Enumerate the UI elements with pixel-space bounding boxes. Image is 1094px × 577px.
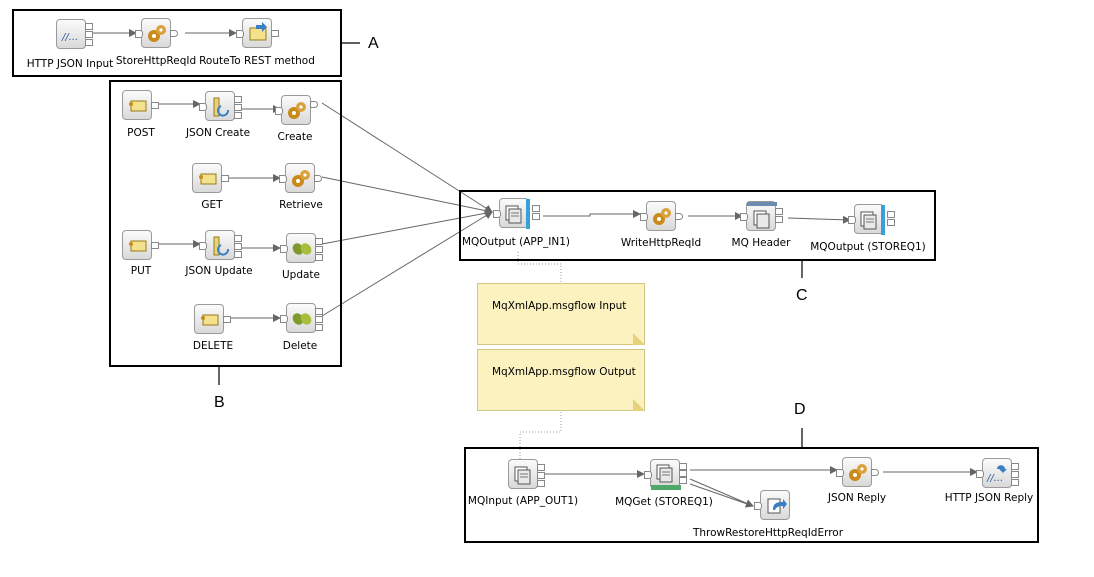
- mqoutput-storeq1-node[interactable]: [848, 204, 895, 235]
- throw-restore-node[interactable]: [754, 490, 790, 520]
- label-icon: [199, 173, 217, 185]
- wire: [321, 102, 493, 213]
- mq-queue-icon: [651, 464, 681, 490]
- mqoutput-storeq1-label: MQOutput (STOREQ1): [810, 241, 926, 253]
- mq-queue-icon: [505, 199, 530, 229]
- route-to-rest-label: RouteTo REST method: [199, 55, 315, 67]
- throw-icon: [767, 498, 787, 514]
- note-input-text: MqXmlApp.msgflow Input: [492, 300, 627, 312]
- wire: [543, 210, 641, 218]
- http-json-reply-node[interactable]: //...: [976, 458, 1019, 488]
- mq-header-node[interactable]: [740, 201, 783, 231]
- note-msgflow-input[interactable]: MqXmlApp.msgflow Input: [477, 283, 645, 345]
- route-icon: [249, 22, 267, 41]
- mapping-icon: [213, 97, 229, 117]
- svg-text://...: //...: [986, 473, 1003, 484]
- group-d-box: [464, 447, 1039, 543]
- wire: [321, 209, 493, 245]
- update-icon: [292, 243, 312, 255]
- note-msgflow-output[interactable]: MqXmlApp.msgflow Output: [477, 349, 645, 411]
- label-icon: [129, 240, 147, 252]
- mqinput-app-out1-label: MQInput (APP_OUT1): [467, 495, 579, 507]
- label-icon: [129, 100, 147, 112]
- gears-icon: [148, 25, 166, 42]
- callout-b: B: [214, 394, 225, 411]
- write-http-req-id-label: WriteHttpReqId: [620, 237, 702, 249]
- delete-label: DELETE: [192, 340, 234, 352]
- mq-queue-icon: [860, 205, 885, 235]
- put-label-node[interactable]: [122, 230, 159, 260]
- route-to-rest-node[interactable]: [236, 18, 279, 48]
- mapping-icon: [213, 236, 229, 256]
- retrieve-label: Retrieve: [279, 199, 323, 211]
- retrieve-node[interactable]: [279, 163, 322, 193]
- update-label: Update: [281, 269, 321, 281]
- label-icon: [201, 314, 219, 326]
- store-http-req-id-node[interactable]: [135, 18, 178, 48]
- callout-c: C: [796, 287, 808, 304]
- http-json-reply-label: HTTP JSON Reply: [944, 492, 1034, 504]
- group-a-box: [12, 9, 342, 77]
- http-json-input-node[interactable]: //...: [56, 19, 93, 49]
- create-node[interactable]: [275, 95, 318, 125]
- post-label: POST: [127, 127, 155, 139]
- mqget-storeq1-node[interactable]: [644, 459, 687, 490]
- get-label: GET: [201, 199, 223, 211]
- store-http-req-id-label: StoreHttpReqId: [115, 55, 197, 67]
- wire: [787, 215, 851, 224]
- gears-icon: [288, 102, 306, 119]
- http-reply-icon: //...: [986, 465, 1007, 484]
- http-input-icon: //...: [61, 32, 78, 43]
- throw-restore-label: ThrowRestoreHttpReqIdError: [692, 527, 844, 539]
- http-json-input-label: HTTP JSON Input: [26, 58, 114, 70]
- mqoutput-app-in1-label: MQOutput (APP_IN1): [461, 236, 571, 248]
- callout-d: D: [794, 401, 806, 418]
- json-create-node[interactable]: [199, 91, 242, 121]
- get-label-node[interactable]: [192, 163, 229, 193]
- note-output-text: MqXmlApp.msgflow Output: [492, 366, 636, 378]
- wire: [321, 211, 493, 317]
- json-reply-node[interactable]: [836, 457, 879, 487]
- wire: [689, 483, 754, 508]
- callout-a: A: [368, 35, 379, 52]
- group-b-box: [109, 80, 342, 367]
- json-reply-label: JSON Reply: [827, 492, 887, 504]
- header-icon: [747, 202, 777, 229]
- mq-header-label: MQ Header: [731, 237, 791, 249]
- put-label: PUT: [130, 265, 152, 277]
- svg-text://...: //...: [61, 32, 78, 43]
- delete-icon: [292, 313, 312, 325]
- group-c-box: [459, 190, 936, 261]
- delete-node[interactable]: [280, 303, 323, 333]
- mqinput-app-out1-node[interactable]: [508, 459, 545, 489]
- gears-icon: [849, 464, 867, 481]
- wire: [321, 176, 493, 215]
- delete-op-label: Delete: [282, 340, 318, 352]
- json-update-node[interactable]: [199, 230, 242, 260]
- mqget-storeq1-label: MQGet (STOREQ1): [615, 496, 713, 508]
- create-label: Create: [277, 131, 313, 143]
- update-node[interactable]: [280, 233, 323, 263]
- gears-icon: [653, 208, 671, 225]
- json-update-label: JSON Update: [185, 265, 253, 277]
- wire: [689, 478, 754, 507]
- json-create-label: JSON Create: [185, 127, 251, 139]
- post-label-node[interactable]: [122, 90, 159, 120]
- gears-icon: [292, 170, 310, 187]
- write-http-req-id-node[interactable]: [640, 201, 683, 231]
- mqoutput-app-in1-node[interactable]: [493, 198, 540, 229]
- delete-label-node[interactable]: [194, 304, 231, 334]
- mq-queue-icon: [514, 466, 531, 485]
